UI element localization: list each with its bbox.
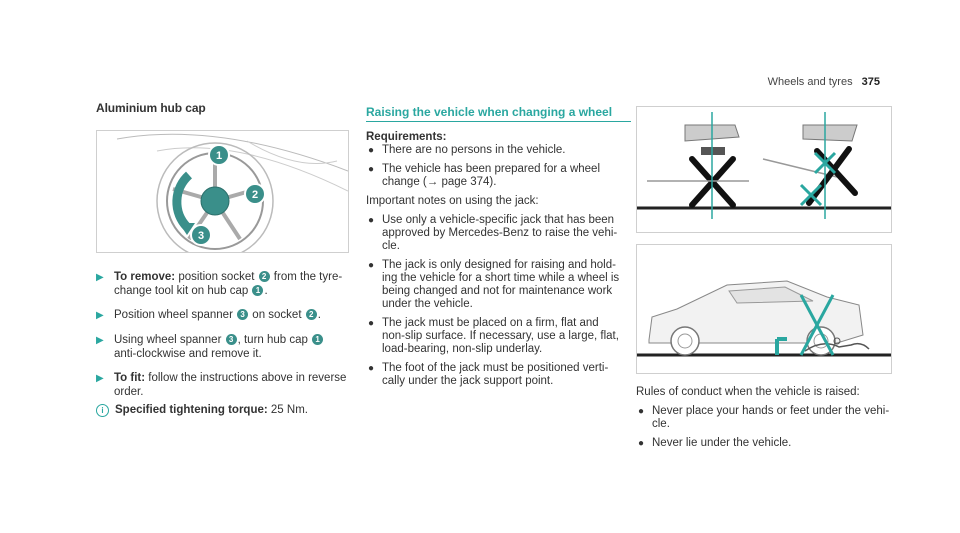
step-arrow-icon: ▶ bbox=[96, 335, 104, 346]
step-turn-hub-cap: ▶ Using wheel spanner 3, turn hub cap 1 … bbox=[96, 333, 348, 361]
hub-cap-steps: ▶ To remove: position socket 2 from the … bbox=[96, 270, 348, 417]
step-position-spanner: ▶ Position wheel spanner 3 on socket 2. bbox=[96, 309, 321, 321]
jack-correct-vs-incorrect-illustration-icon bbox=[637, 112, 891, 219]
callout-2: 2 bbox=[252, 189, 258, 201]
step-fit: ▶ To fit: follow the instructions above … bbox=[96, 372, 347, 398]
hub-cap-heading: Aluminium hub cap bbox=[96, 101, 206, 115]
rules-of-conduct: Rules of conduct when the vehicle is rai… bbox=[636, 386, 892, 456]
rule-item: ●Never lie under the vehicle. bbox=[638, 437, 792, 449]
jack-note-item: ●The jack is only designed for raising a… bbox=[368, 259, 620, 310]
callout-1: 1 bbox=[216, 150, 222, 162]
person-under-vehicle-prohibited-illustration-icon bbox=[637, 280, 891, 357]
requirement-item: ●The vehicle has been prepared for a whe… bbox=[368, 163, 601, 188]
jack-note-item: ●The foot of the jack must be positioned… bbox=[368, 362, 609, 387]
jack-note-item: ●Use only a vehicle-specific jack that h… bbox=[368, 214, 618, 252]
jack-notes-title: Important notes on using the jack: bbox=[366, 195, 539, 207]
vehicle-raised-figure bbox=[636, 244, 892, 374]
rule-item: ●Never place your hands or feet under th… bbox=[638, 405, 890, 430]
raising-vehicle-heading: Raising the vehicle when changing a whee… bbox=[366, 105, 631, 122]
info-icon: i bbox=[96, 404, 109, 417]
section-name: Wheels and tyres bbox=[767, 76, 853, 88]
callout-3: 3 bbox=[198, 230, 204, 242]
step-arrow-icon: ▶ bbox=[96, 373, 104, 384]
rules-title: Rules of conduct when the vehicle is rai… bbox=[636, 386, 860, 398]
step-arrow-icon: ▶ bbox=[96, 272, 104, 283]
hub-cap-wheel-illustration-icon: 1 2 3 bbox=[116, 133, 348, 252]
requirements-title: Requirements: bbox=[366, 131, 447, 143]
page-header: Wheels and tyres 375 bbox=[768, 76, 880, 88]
page-number: 375 bbox=[861, 76, 880, 88]
step-remove: ▶ To remove: position socket 2 from the … bbox=[96, 271, 343, 297]
raising-vehicle-text: Requirements: ●There are no persons in t… bbox=[366, 131, 622, 394]
jack-note-item: ●The jack must be placed on a firm, flat… bbox=[368, 317, 619, 355]
requirement-item: ●There are no persons in the vehicle. bbox=[368, 144, 566, 156]
step-arrow-icon: ▶ bbox=[96, 310, 104, 321]
hub-cap-figure: 1 2 3 bbox=[96, 130, 349, 253]
jack-figure bbox=[636, 106, 892, 233]
